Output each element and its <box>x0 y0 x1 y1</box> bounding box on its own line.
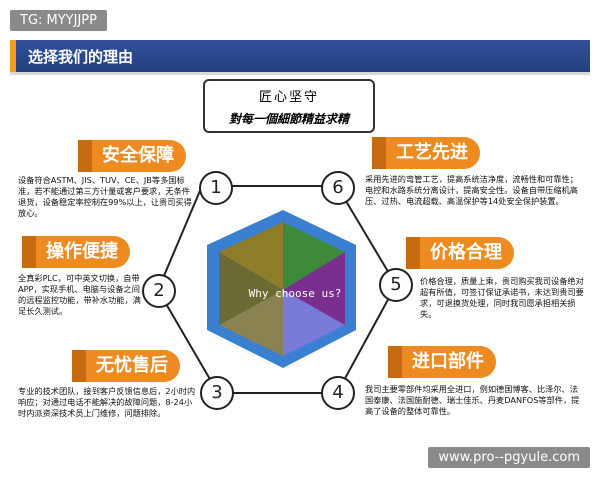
watermark-tag: TG: MYYJJPP <box>10 10 107 31</box>
feature-desc-craft: 采用先进的弯管工艺，提高系统洁净度，流畅性和可靠性；电控和水路系统分离设计，提高… <box>365 174 578 206</box>
feature-desc-operation: 全真彩PLC，可中英文切换，自带APP，实现手机、电脑与设备之间的远程监控功能，… <box>18 273 141 316</box>
feature-title-safety: 安全保障 <box>78 140 186 172</box>
feature-title-imported-parts: 进口部件 <box>388 346 496 378</box>
hex-slice-1 <box>283 222 345 290</box>
feature-title-price: 价格合理 <box>406 237 514 269</box>
feature-number-1: 1 <box>199 171 233 205</box>
hex-slice-4 <box>219 290 283 356</box>
center-caption: Why choose us? <box>248 287 342 300</box>
feature-title-operation: 操作便捷 <box>22 236 130 268</box>
feature-desc-safety: 设备符合ASTM、JIS、TUV、CE、JB等多国标准，若不能通过第三方计量或客… <box>18 175 192 218</box>
hex-slice-2 <box>283 252 345 325</box>
hex-slice-3 <box>283 290 345 356</box>
feature-desc-price: 价格合理，质量上乘，贵司购买我司设备绝对超有所值，可签订保证承诺书，未达到贵司要… <box>420 276 584 319</box>
feature-number-3: 3 <box>200 376 234 410</box>
feature-title-aftersales: 无忧售后 <box>72 350 180 382</box>
slogan-line-1: 匠心坚守 <box>258 90 319 105</box>
feature-title-craft: 工艺先进 <box>372 137 480 169</box>
hex-slice-6 <box>219 222 283 290</box>
slogan-box: 匠心坚守 對每一個細節精益求精 <box>203 79 375 133</box>
feature-number-4: 4 <box>321 376 355 410</box>
feature-number-2: 2 <box>142 274 176 308</box>
header-accent-bar <box>10 40 16 72</box>
watermark-url: www.pro--pgyule.com <box>428 447 590 468</box>
feature-desc-imported-parts: 我司主要零部件均采用全进口，例如德国博客、比泽尔、法国泰康、法国施耐德、瑞士佳乐… <box>365 384 580 416</box>
feature-number-6: 6 <box>321 171 355 205</box>
feature-number-5: 5 <box>379 268 413 302</box>
feature-desc-aftersales: 专业的技术团队，接到客户反馈信息后，2小时内响应；对通过电话不能解决的故障问题，… <box>18 386 196 418</box>
section-title: 选择我们的理由 <box>28 48 134 66</box>
hex-slice-5 <box>219 252 283 325</box>
center-hexagon <box>207 210 356 368</box>
section-header: 选择我们的理由 <box>10 40 590 75</box>
slogan-line-2: 對每一個細節精益求精 <box>228 112 349 126</box>
